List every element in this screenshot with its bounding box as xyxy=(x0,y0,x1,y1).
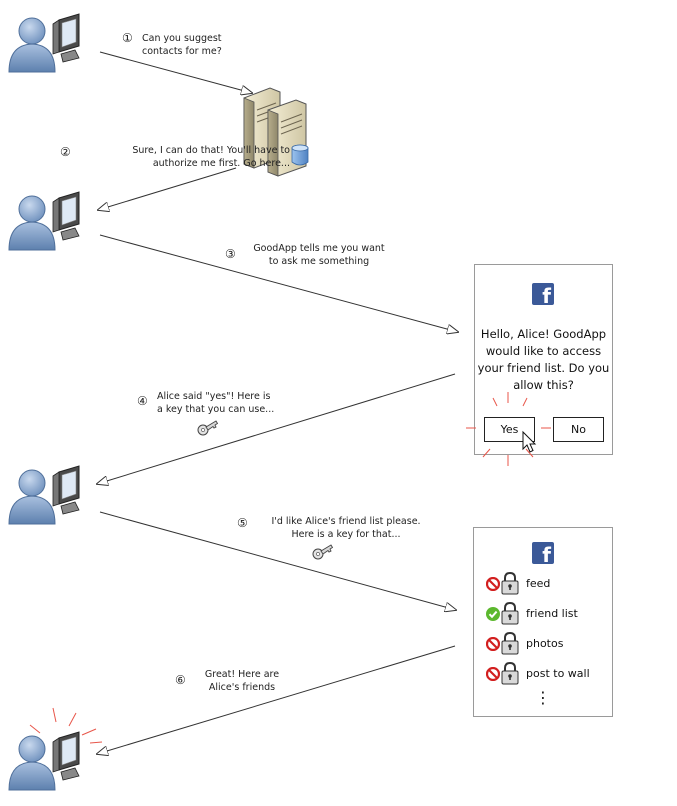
excitement-rays xyxy=(29,707,103,744)
no-button[interactable]: No xyxy=(553,417,604,442)
lock-icon xyxy=(501,572,519,595)
facebook-logo-icon: f xyxy=(532,283,554,305)
permission-item-feed: feed xyxy=(486,572,612,596)
arrow-step-1 xyxy=(99,51,252,93)
permission-item-friend-list: friend list xyxy=(486,602,612,626)
arrow-step-5 xyxy=(99,511,456,610)
step-number: ④ xyxy=(137,394,148,408)
consent-dialog: f Hello, Alice! GoodApp would like to ac… xyxy=(474,264,613,455)
arrow-step-2 xyxy=(98,167,237,210)
step-5-label: ⑤ I'd like Alice's friend list please. H… xyxy=(237,516,421,540)
step-4-label: ④ Alice said "yes"! Here is a key that y… xyxy=(137,391,275,415)
key-icon xyxy=(312,544,333,560)
consent-message: Hello, Alice! GoodApp would like to acce… xyxy=(477,327,610,392)
arrow-step-3 xyxy=(99,234,458,332)
step-1-label: ① Can you suggest contacts for me? xyxy=(122,31,222,58)
step-2-label: ② Sure, I can do that! You'll have to au… xyxy=(60,145,290,169)
key-icon xyxy=(197,420,218,436)
check-icon xyxy=(486,607,500,621)
arrow-step-4 xyxy=(97,373,456,484)
deny-icon xyxy=(486,667,500,681)
user-icon xyxy=(8,465,80,525)
step-number: ② xyxy=(60,145,71,159)
lock-icon xyxy=(501,662,519,685)
step-number: ⑤ xyxy=(237,516,248,530)
permission-item-post-to-wall: post to wall xyxy=(486,662,612,686)
user-icon xyxy=(8,731,80,791)
step-3-label: ③ GoodApp tells me you want to ask me so… xyxy=(225,243,385,267)
deny-icon xyxy=(486,637,500,651)
permission-item-photos: photos xyxy=(486,632,612,656)
lock-icon xyxy=(501,602,519,625)
arrow-step-6 xyxy=(97,645,456,754)
server-icon xyxy=(243,87,309,177)
step-number: ⑥ xyxy=(175,673,186,687)
step-number: ③ xyxy=(225,247,236,261)
facebook-logo-icon: f xyxy=(532,542,554,564)
step-6-label: ⑥ Great! Here are Alice's friends xyxy=(175,669,280,693)
step-number: ① xyxy=(122,31,133,45)
user-icon xyxy=(8,191,80,251)
more-indicator: ⋮ xyxy=(535,688,551,707)
user-icon xyxy=(8,13,80,73)
yes-button[interactable]: Yes xyxy=(484,417,535,442)
lock-icon xyxy=(501,632,519,655)
deny-icon xyxy=(486,577,500,591)
permissions-card: f feed friend list photos post to wall ⋮ xyxy=(473,527,613,717)
